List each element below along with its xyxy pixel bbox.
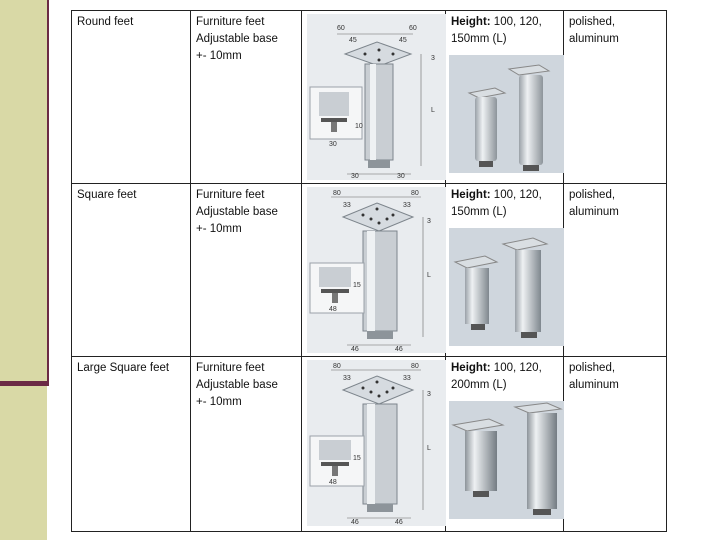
dimension-label: 33 bbox=[343, 375, 351, 382]
dimension-label: 45 bbox=[349, 37, 357, 44]
dimension-label: 60 bbox=[409, 25, 417, 32]
dimension-label: 3 bbox=[427, 391, 431, 398]
decorative-vertical-rule bbox=[47, 0, 49, 386]
description-line: Furniture feet bbox=[196, 189, 265, 201]
dimension-label: 60 bbox=[337, 25, 345, 32]
dimension-label: 80 bbox=[333, 190, 341, 197]
square-leg-technical-drawing: 80 80 33 33 3 L 15 48 46 46 bbox=[307, 187, 446, 353]
round-feet-photo bbox=[449, 55, 564, 173]
description-cell: Furniture feet Adjustable base +- 10mm bbox=[190, 183, 302, 357]
decorative-horizontal-rule bbox=[0, 381, 49, 386]
height-label: Height: bbox=[451, 189, 491, 201]
drawing-cell: 60 60 45 45 3 L 10 30 30 30 bbox=[301, 10, 446, 184]
large-square-leg-technical-drawing: 80 80 33 33 3 L 15 48 46 46 bbox=[307, 360, 446, 526]
description-line: Adjustable base bbox=[196, 206, 278, 218]
dimension-label: 33 bbox=[403, 202, 411, 209]
description-cell: Furniture feet Adjustable base +- 10mm bbox=[190, 10, 302, 184]
dimension-label: L bbox=[427, 445, 431, 452]
type-cell: Large Square feet bbox=[71, 356, 191, 532]
description-line: +- 10mm bbox=[196, 50, 242, 62]
dimension-label: 3 bbox=[427, 218, 431, 225]
dimension-label: 30 bbox=[351, 173, 359, 180]
table-row: Square feet Furniture feet Adjustable ba… bbox=[71, 183, 667, 357]
table-row: Round feet Furniture feet Adjustable bas… bbox=[71, 10, 667, 184]
dimension-label: 46 bbox=[395, 519, 403, 526]
height-cell: Height: 100, 120, 200mm (L) bbox=[445, 356, 564, 532]
dimension-label: 3 bbox=[431, 55, 435, 62]
description-line: Furniture feet bbox=[196, 362, 265, 374]
dimension-label: 48 bbox=[329, 306, 337, 313]
dimension-label: 30 bbox=[329, 141, 337, 148]
dimension-label: 80 bbox=[333, 363, 341, 370]
finish-cell: polished, aluminum bbox=[563, 356, 667, 532]
height-label: Height: bbox=[451, 16, 491, 28]
description-line: Adjustable base bbox=[196, 33, 278, 45]
drawing-cell: 80 80 33 33 3 L 15 48 46 46 bbox=[301, 356, 446, 532]
dimension-label: 80 bbox=[411, 190, 419, 197]
dimension-label: 33 bbox=[343, 202, 351, 209]
drawing-cell: 80 80 33 33 3 L 15 48 46 46 bbox=[301, 183, 446, 357]
large-square-feet-photo bbox=[449, 401, 564, 519]
round-leg-technical-drawing: 60 60 45 45 3 L 10 30 30 30 bbox=[307, 14, 446, 180]
description-cell: Furniture feet Adjustable base +- 10mm bbox=[190, 356, 302, 532]
description-line: Adjustable base bbox=[196, 379, 278, 391]
furniture-feet-spec-table: Round feet Furniture feet Adjustable bas… bbox=[71, 10, 667, 532]
type-cell: Round feet bbox=[71, 10, 191, 184]
description-line: Furniture feet bbox=[196, 16, 265, 28]
table-row: Large Square feet Furniture feet Adjusta… bbox=[71, 356, 667, 532]
height-cell: Height: 100, 120, 150mm (L) bbox=[445, 10, 564, 184]
dimension-label: L bbox=[427, 272, 431, 279]
height-label: Height: bbox=[451, 362, 491, 374]
description-line: +- 10mm bbox=[196, 223, 242, 235]
dimension-label: L bbox=[431, 107, 435, 114]
description-line: +- 10mm bbox=[196, 396, 242, 408]
height-value: 100, 120, 200mm (L) bbox=[451, 362, 542, 391]
dimension-label: 46 bbox=[351, 346, 359, 353]
dimension-label: 15 bbox=[353, 455, 361, 462]
type-cell: Square feet bbox=[71, 183, 191, 357]
dimension-label: 15 bbox=[353, 282, 361, 289]
dimension-label: 80 bbox=[411, 363, 419, 370]
height-cell: Height: 100, 120, 150mm (L) bbox=[445, 183, 564, 357]
decorative-side-bar bbox=[0, 0, 47, 540]
square-feet-photo bbox=[449, 228, 564, 346]
dimension-label: 48 bbox=[329, 479, 337, 486]
dimension-label: 10 bbox=[355, 123, 363, 130]
dimension-label: 33 bbox=[403, 375, 411, 382]
dimension-label: 45 bbox=[399, 37, 407, 44]
height-value: 100, 120, 150mm (L) bbox=[451, 189, 542, 218]
dimension-label: 46 bbox=[351, 519, 359, 526]
height-value: 100, 120, 150mm (L) bbox=[451, 16, 542, 45]
dimension-label: 30 bbox=[397, 173, 405, 180]
finish-cell: polished, aluminum bbox=[563, 10, 667, 184]
finish-cell: polished, aluminum bbox=[563, 183, 667, 357]
dimension-label: 46 bbox=[395, 346, 403, 353]
